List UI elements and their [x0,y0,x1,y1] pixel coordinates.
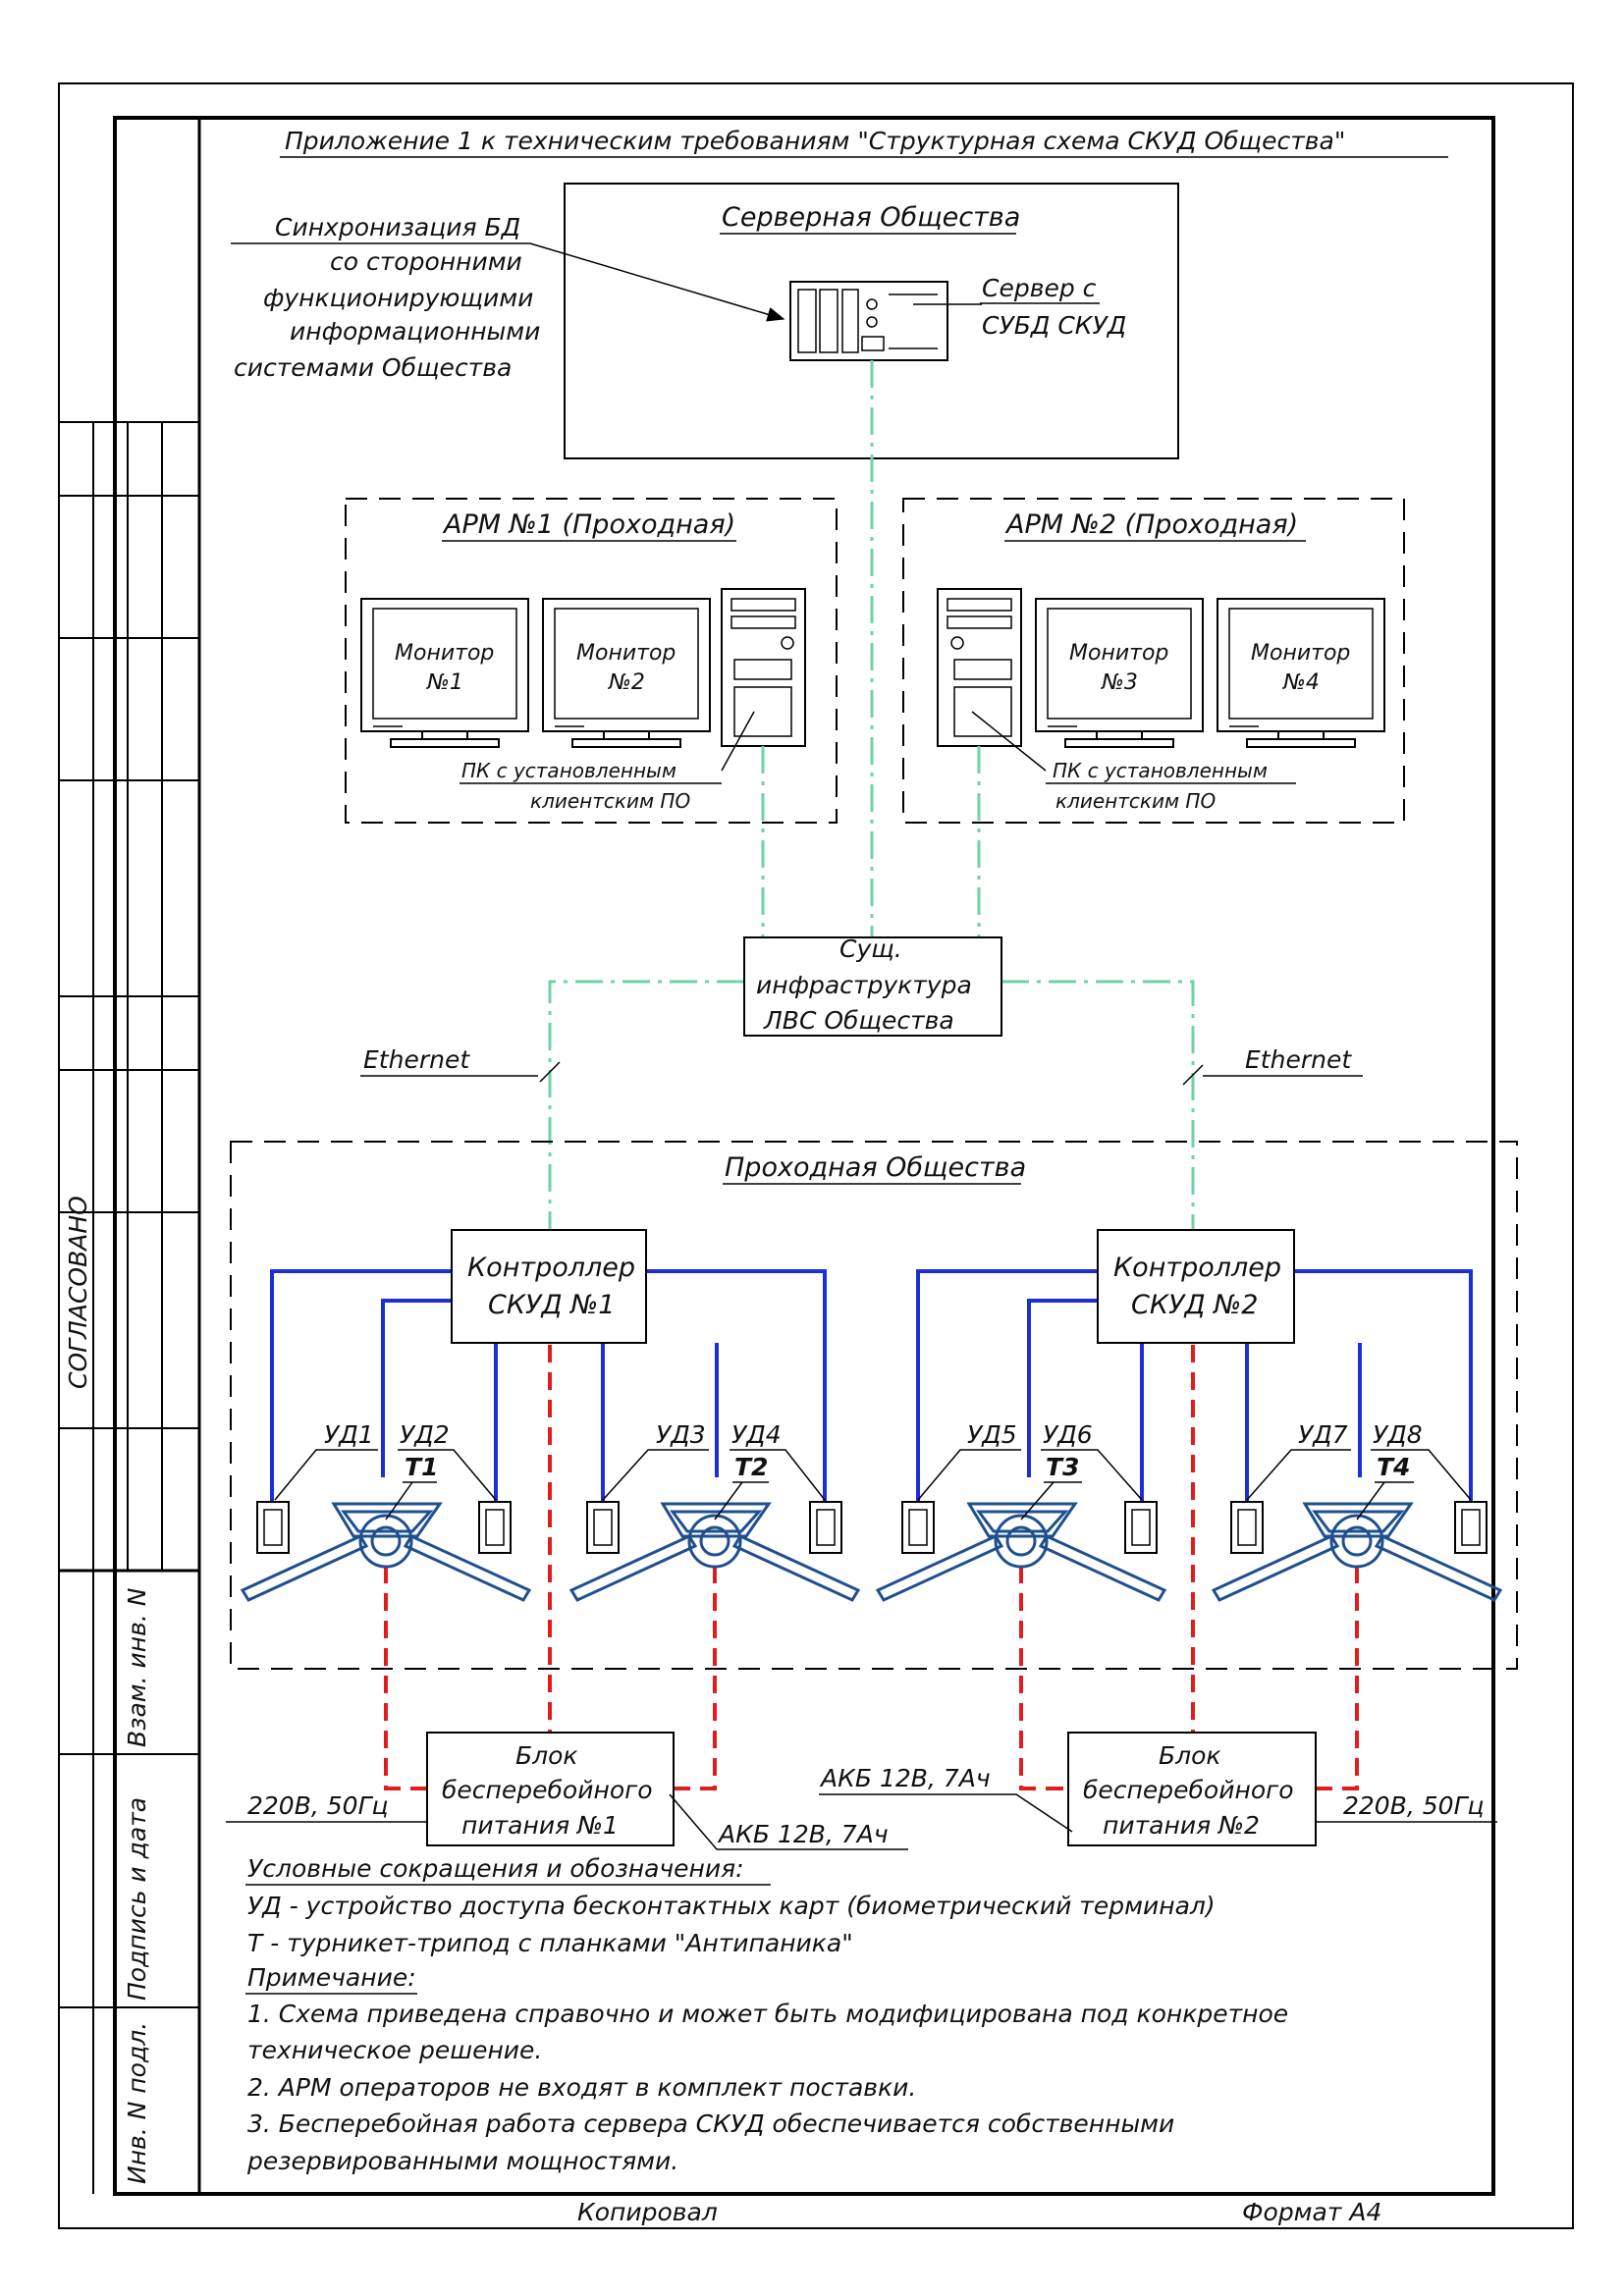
ethernet-right-label: Ethernet [1245,1045,1352,1074]
sync-note-line-1: Синхронизация БД [275,213,520,241]
monitor-icon [360,598,529,748]
ups-2-line-2: бесперебойного [1083,1776,1294,1804]
footer-format: Формат А4 [1242,2198,1381,2226]
reader-label-1: УД1 [324,1420,374,1449]
pc-tower-icon [721,588,806,747]
server-label-2: СУБД СКУД [982,311,1126,340]
monitor-3-name: Монитор [1069,641,1168,666]
ups-2-mains: 220В, 50Гц [1343,1791,1485,1820]
arm1-label: АРМ №1 (Проходная) [442,509,735,540]
pc-tower-icon [937,588,1022,747]
note-line-2: техническое решение. [247,2036,542,2064]
lan-box [743,936,1002,1037]
reader-label-6: УД6 [1043,1420,1093,1449]
stamp-inv-original: Инв. N подл. [123,2022,151,2184]
lan-line-3: ЛВС Общества [763,1006,954,1035]
ethernet-left-label: Ethernet [363,1045,470,1074]
controller-1-line-2: СКУД №1 [488,1290,615,1320]
turnstile-icon [1211,1502,1503,1602]
monitor-2-name: Монитор [576,641,676,666]
reader-label-7: УД7 [1298,1420,1348,1449]
notes-heading: Примечание: [247,1963,416,1992]
page-title: Приложение 1 к техническим требованиям "… [285,127,1345,155]
monitor-icon [1035,598,1204,748]
ups-2-box [1067,1732,1317,1846]
turnstile-icon [875,1502,1167,1602]
monitor-3-number: №3 [1101,670,1138,695]
turnstile-label-3: Т3 [1046,1453,1079,1481]
monitor-1-name: Монитор [395,641,494,666]
lan-line-1: Сущ. [839,934,902,963]
ups-1-box [426,1732,675,1846]
note-line-5: резервированными мощностями. [246,2147,678,2175]
controller-2-line-1: Контроллер [1113,1253,1281,1283]
monitor-4-number: №4 [1282,670,1320,695]
power-wiring [384,1345,1359,1790]
lan-line-2: инфраструктура [756,971,972,999]
legend-item-2: Т - турникет-трипод с планками "Антипани… [247,1929,853,1957]
arm1-pc-label-1: ПК с установленным [461,759,676,782]
arm2-label: АРМ №2 (Проходная) [1004,509,1298,540]
note-line-1: 1. Схема приведена справочно и может быт… [247,2000,1288,2028]
ups-1-battery: АКБ 12В, 7Ач [717,1820,889,1848]
ups-2-battery: АКБ 12В, 7Ач [819,1764,991,1792]
sync-note-line-3: функционирующими [263,284,533,312]
turnstile-label-4: Т4 [1377,1453,1410,1481]
sync-note-line-5: системами Общества [234,353,512,382]
controller-1-box [451,1229,647,1344]
arm2-box [902,498,1405,824]
sync-note-line-2: со сторонними [330,247,522,276]
ups-1-line-2: бесперебойного [442,1776,653,1804]
checkpoint-label: Проходная Общества [725,1152,1026,1183]
outer-sheet-border [58,82,1574,2229]
reader-label-3: УД3 [656,1420,706,1449]
turnstile-icon [240,1502,532,1602]
monitor-icon [1217,598,1385,748]
note-line-3: 2. АРМ операторов не входят в комплект п… [247,2073,916,2102]
ups-1-mains: 220В, 50Гц [247,1791,389,1820]
ups-1-line-1: Блок [515,1741,578,1770]
reader-label-2: УД2 [400,1420,450,1449]
footer-copied: Копировал [577,2198,718,2226]
sync-note-line-4: информационными [290,317,540,346]
server-room-label: Серверная Общества [722,202,1020,233]
server-icon [789,281,948,361]
ups-1-line-3: питания №1 [461,1811,619,1840]
network-lines [548,360,1195,1232]
controller-2-box [1097,1229,1295,1344]
stamp-inv-replace: Взам. инв. N [123,1587,151,1747]
reader-label-4: УД4 [731,1420,782,1449]
stamp-agreed: СОГЛАСОВАНО [64,1196,92,1389]
monitor-4-name: Монитор [1251,641,1350,666]
turnstile-icon [568,1502,861,1602]
note-line-4: 3. Бесперебойная работа сервера СКУД обе… [247,2109,1174,2138]
arm1-box [345,498,838,824]
readers [256,1501,1488,1554]
ups-2-line-3: питания №2 [1103,1811,1260,1840]
turnstile-label-1: Т1 [405,1453,438,1481]
stamp-sign-date: Подпись и дата [123,1797,151,2001]
legend-item-1: УД - устройство доступа бесконтактных ка… [247,1892,1216,1920]
reader-label-8: УД8 [1373,1420,1423,1449]
reader-label-5: УД5 [967,1420,1017,1449]
ups-2-line-1: Блок [1159,1741,1221,1770]
monitor-icon [542,598,711,748]
legend-heading: Условные сокращения и обозначения: [247,1854,744,1883]
arm2-pc-label-2: клиентским ПО [1055,789,1216,813]
side-stamp [59,118,201,2194]
controller-1-line-1: Контроллер [467,1253,635,1283]
arm2-pc-label-1: ПК с установленным [1053,759,1268,782]
drawing-frame [113,116,1495,2196]
arm1-pc-label-2: клиентским ПО [530,789,690,813]
checkpoint-box [230,1141,1518,1670]
turnstile-label-2: Т2 [734,1453,768,1481]
server-label-1: Сервер с [982,274,1097,302]
controller-2-line-2: СКУД №2 [1131,1290,1258,1320]
monitor-2-number: №2 [608,670,645,695]
monitor-1-number: №1 [426,670,463,695]
